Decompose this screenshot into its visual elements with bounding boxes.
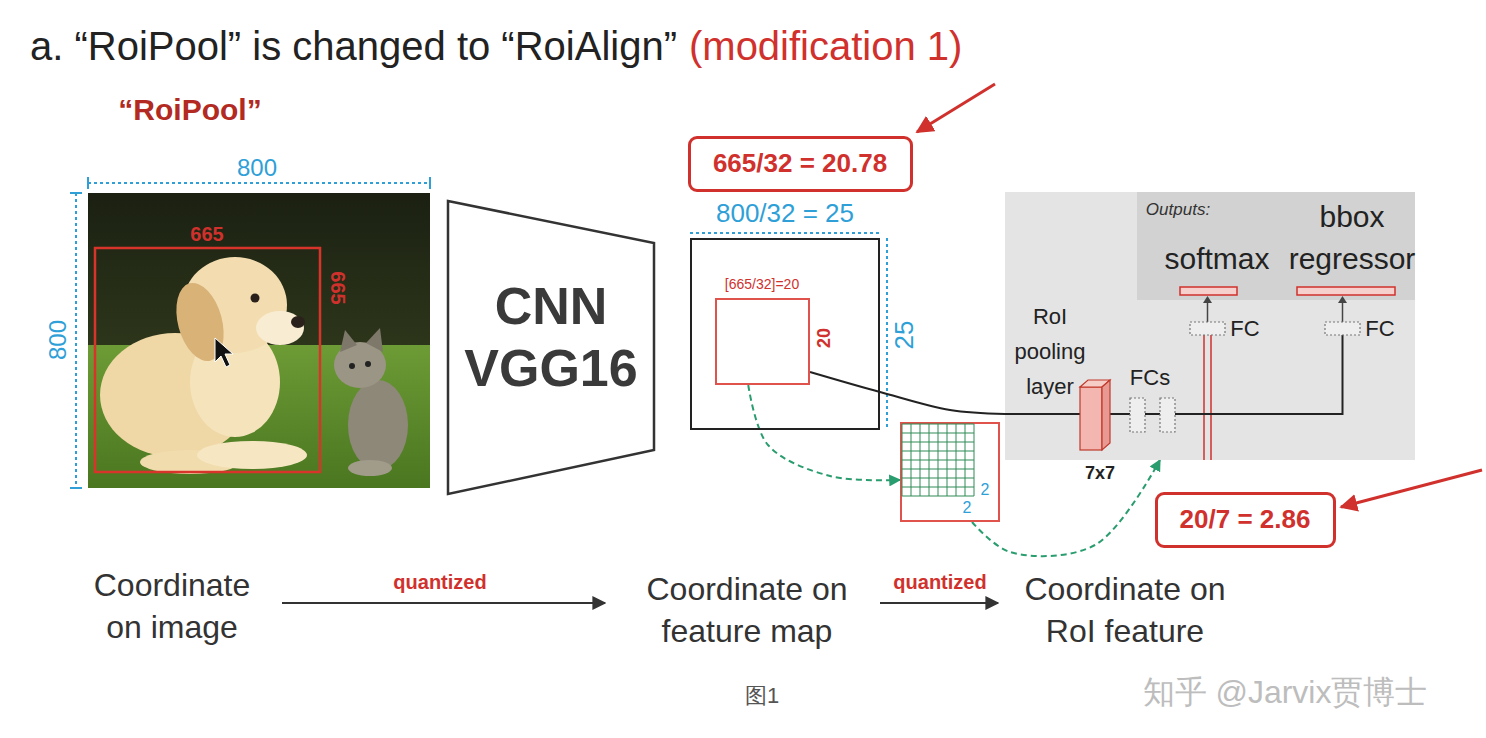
dimension-lines — [690, 232, 880, 234]
fc-layer — [1325, 322, 1360, 335]
puppy — [100, 257, 307, 474]
kitten — [366, 328, 383, 352]
pooling-grid — [902, 469, 974, 470]
small-arrow — [1203, 296, 1212, 303]
feature-line — [1005, 413, 1080, 415]
flow-arrow — [880, 602, 998, 604]
dimension-lines — [429, 177, 431, 189]
roi-pool-cuboid — [1102, 380, 1110, 450]
node-text: 800/32 = 25 — [716, 198, 854, 229]
kitten — [349, 363, 355, 369]
kitten — [348, 460, 392, 476]
output-bar — [1180, 287, 1237, 295]
fc-layer — [1160, 398, 1175, 432]
step-label: quantized — [893, 570, 986, 594]
pool-size: 7x7 — [1085, 463, 1115, 485]
stage-label: Coordinate on RoI feature — [1018, 569, 1233, 652]
dimension-lines — [88, 182, 430, 184]
node-text: 20/7 = 2.86 — [1180, 504, 1311, 535]
puppy — [251, 294, 260, 303]
callout-arrow — [917, 84, 995, 132]
pooling-grid — [965, 424, 966, 496]
photo — [88, 193, 430, 488]
puppy — [256, 311, 304, 345]
node-text: bbox regressor — [1277, 196, 1427, 280]
callout-box: 20/7 = 2.86 — [1155, 492, 1336, 548]
pooling-grid — [956, 424, 957, 496]
pooling-arrow — [972, 460, 1160, 556]
mouse-cursor — [215, 338, 233, 367]
pooling-grid — [974, 424, 975, 496]
step-label: quantized — [393, 570, 486, 594]
pooling-arrow — [748, 385, 900, 480]
small-arrow — [1342, 302, 1344, 322]
dimension: 665 — [326, 271, 350, 304]
node-text: 2 — [963, 498, 972, 517]
pooling-grid — [902, 478, 974, 479]
node-text: 2 — [981, 480, 990, 499]
node-text: 665/32 = 20.78 — [713, 148, 887, 179]
dimension-lines — [886, 238, 888, 430]
pooling-grid — [902, 424, 998, 520]
flow-arrows — [282, 603, 998, 604]
flow-arrow — [282, 602, 605, 604]
fast-rcnn-head: Outputs:softmaxbbox regressorRoI pooling… — [1005, 192, 1415, 460]
section-heading: “RoiPool” — [118, 92, 261, 128]
node-text: softmax — [1164, 241, 1269, 277]
output-bar — [1297, 287, 1395, 295]
cnn-trapezoid: CNN VGG16 — [447, 200, 655, 495]
kitten — [334, 328, 408, 476]
slide-title: a. “RoiPool” is changed to “RoiAlign” — [30, 22, 677, 70]
title-note: (modification 1) — [689, 22, 962, 70]
pooling-grid — [902, 496, 974, 497]
dimension-lines — [87, 177, 89, 189]
kitten — [340, 330, 357, 352]
node-text: FC — [1230, 316, 1259, 342]
small-arrow — [1207, 302, 1209, 322]
callout-box: 665/32 = 20.78 — [688, 136, 913, 192]
node-text: 20 — [814, 328, 836, 348]
roi-grid: 22 — [900, 422, 1000, 522]
feature-line — [1210, 335, 1212, 460]
node-text: CNN VGG16 — [451, 275, 651, 400]
roi-box: [665/32]=2020 — [715, 298, 810, 385]
node-text: 25 — [889, 321, 920, 350]
kitten — [365, 361, 371, 367]
node-text: FCs — [1130, 365, 1170, 391]
trapezoid-outline — [448, 201, 654, 494]
small-arrow — [1338, 296, 1347, 303]
feature-link — [810, 372, 1005, 414]
dimension: 800 — [237, 154, 277, 183]
feature-map: [665/32]=2020800/32 = 2525 — [690, 238, 880, 430]
roi-pool-cuboid — [1080, 387, 1102, 450]
node-text: [665/32]=20 — [725, 276, 799, 293]
puppy — [197, 441, 307, 469]
dimension-lines — [70, 177, 887, 488]
watermark: 知乎 @Jarvix贾博士 — [1143, 673, 1428, 711]
photo-background — [88, 193, 430, 488]
dimension-lines — [75, 193, 77, 488]
roi-on-image — [95, 248, 320, 472]
node-text: FC — [1365, 316, 1394, 342]
puppy — [291, 316, 305, 328]
dimension-lines — [70, 192, 82, 194]
node-text: RoI pooling layer — [1009, 299, 1091, 405]
fc-layer — [1130, 398, 1145, 432]
pooling-grid — [902, 487, 974, 488]
feature-line — [1203, 335, 1205, 460]
pooling-grid — [902, 460, 974, 461]
callout-arrow — [1341, 470, 1482, 507]
stage-label: Coordinate on feature map — [640, 569, 855, 652]
dimension-lines — [70, 487, 82, 489]
dimension: 665 — [190, 222, 223, 246]
callout-arrows — [917, 84, 1482, 507]
node-text: Outputs: — [1146, 200, 1210, 220]
pooling-grid — [947, 424, 948, 496]
dimension: 800 — [44, 320, 73, 360]
kitten — [348, 380, 408, 470]
figure-caption: 图1 — [745, 683, 779, 709]
stage-label: Coordinate on image — [82, 565, 262, 648]
fc-layer — [1190, 322, 1225, 335]
